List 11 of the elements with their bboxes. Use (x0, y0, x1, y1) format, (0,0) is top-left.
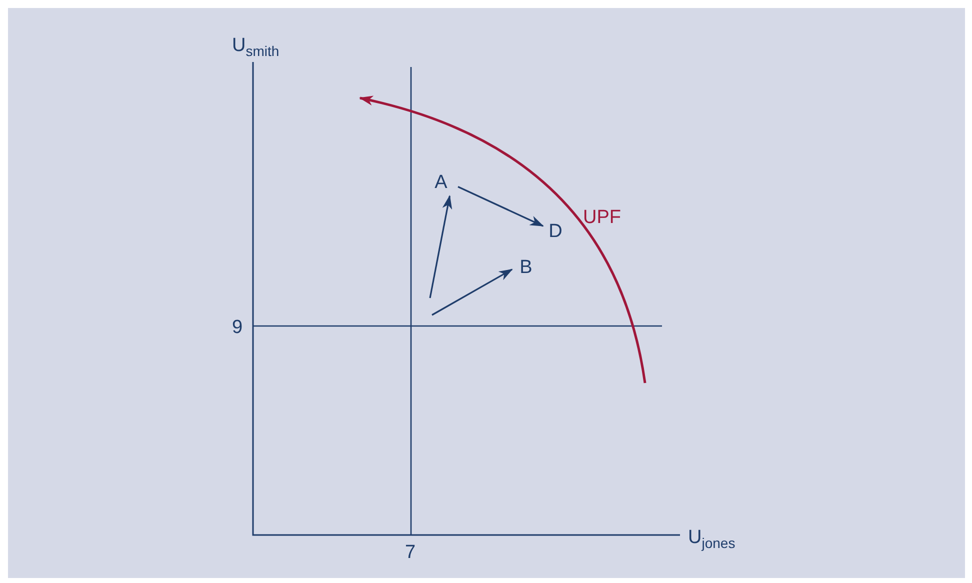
point-label: B (520, 256, 532, 278)
arrow (458, 186, 544, 227)
axis-title: U$_{smith}$ (232, 36, 280, 58)
arrow (429, 195, 452, 298)
point-label: D (548, 220, 562, 242)
tick-label: 9 (232, 318, 243, 337)
tick-label: 7 (405, 543, 416, 562)
axis-title: U$_{jones}$ (688, 528, 736, 550)
curve-label: UPF (583, 208, 621, 227)
point-label: A (434, 172, 448, 194)
arrow (432, 268, 513, 316)
